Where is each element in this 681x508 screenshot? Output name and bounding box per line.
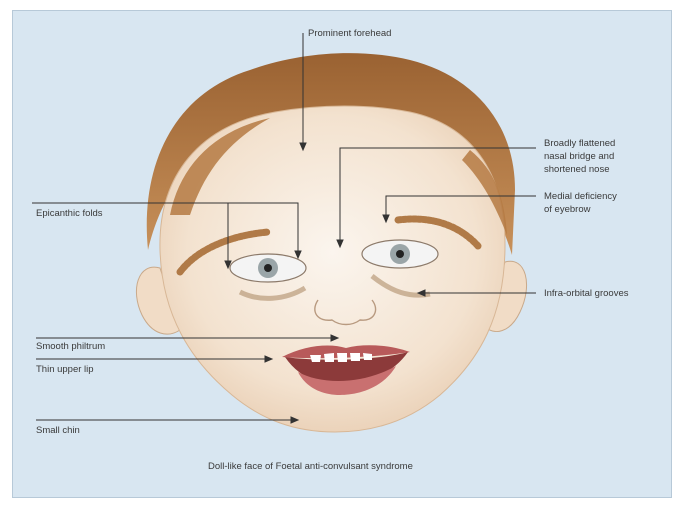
label-nasal-bridge-line2: nasal bridge and bbox=[544, 151, 614, 162]
label-medial-eyebrow-line2: of eyebrow bbox=[544, 204, 591, 215]
label-medial-eyebrow-line1: Medial deficiency bbox=[544, 191, 617, 202]
label-nasal-bridge-line3: shortened nose bbox=[544, 164, 610, 175]
figure-caption: Doll-like face of Foetal anti-convulsant… bbox=[208, 461, 413, 472]
label-smooth-philtrum: Smooth philtrum bbox=[36, 341, 105, 352]
label-nasal-bridge-line1: Broadly flattened bbox=[544, 138, 615, 149]
label-epicanthic-folds: Epicanthic folds bbox=[36, 208, 103, 219]
left-pupil bbox=[264, 264, 272, 272]
label-small-chin: Small chin bbox=[36, 425, 80, 436]
right-pupil bbox=[396, 250, 404, 258]
label-infra-orbital-grooves: Infra-orbital grooves bbox=[544, 288, 629, 299]
label-prominent-forehead: Prominent forehead bbox=[308, 28, 391, 39]
label-thin-upper-lip: Thin upper lip bbox=[36, 364, 94, 375]
